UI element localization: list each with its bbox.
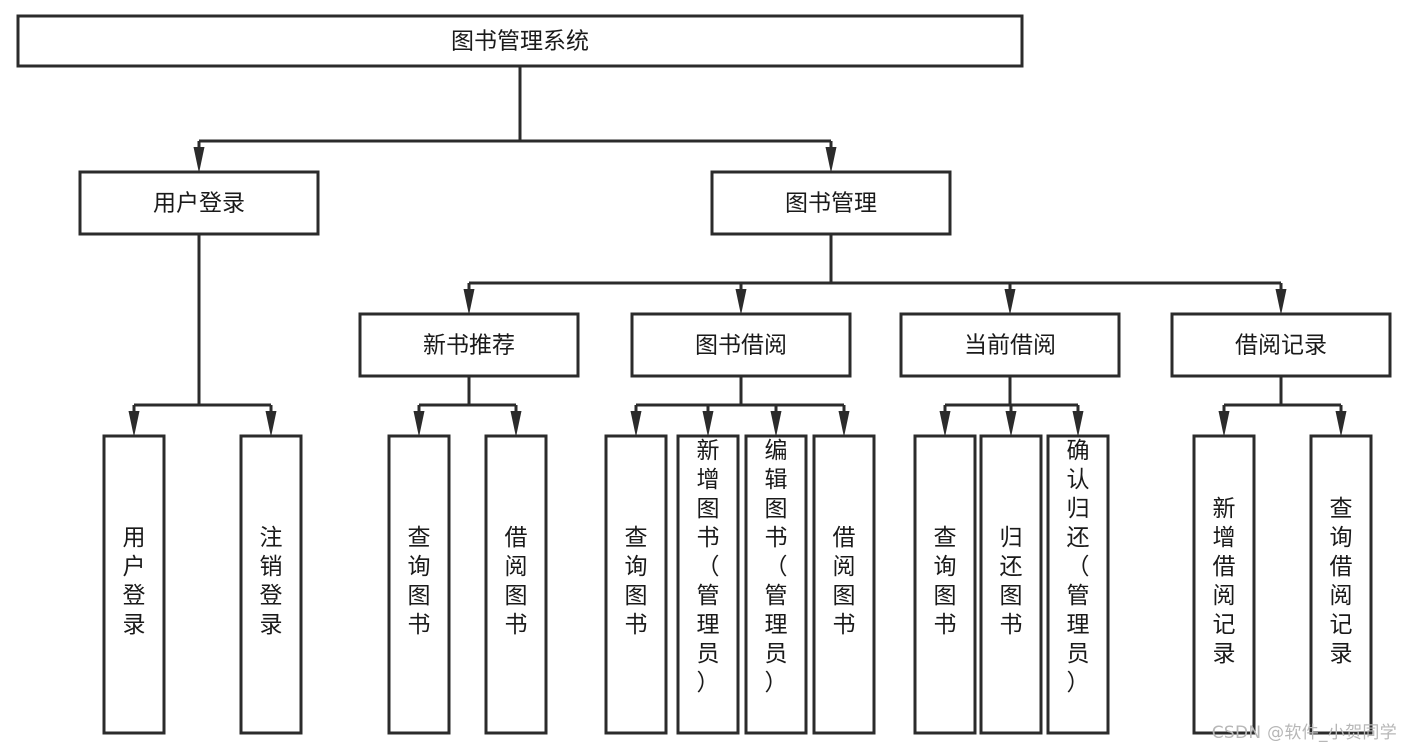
node-box-root [16,14,1024,68]
node-leaf-query-book-current[interactable]: 查询图书 [913,434,977,735]
node-box-leaf-query-borrow-record [1309,434,1373,735]
node-label-current-borrow: 当前借阅 [964,333,1056,359]
node-leaf-query-book-borrow[interactable]: 查询图书 [604,434,668,735]
arrow-head-icon [838,411,850,437]
node-leaf-confirm-return[interactable]: 确认归还（管理员） [1046,434,1110,735]
node-box-leaf-return-book [979,434,1043,735]
node-label-leaf-add-borrow-record: 新增借阅记录 [1213,496,1236,667]
node-leaf-add-book[interactable]: 新增图书（管理员） [676,434,740,735]
node-leaf-borrow-book[interactable]: 借阅图书 [812,434,876,735]
node-box-leaf-borrow-book [812,434,876,735]
node-label-leaf-user-login: 用户登录 [123,525,146,638]
arrow-head-icon [265,411,277,437]
node-box-leaf-edit-book [744,434,808,735]
node-user-login[interactable]: 用户登录 [78,170,320,236]
node-box-leaf-add-book [676,434,740,735]
arrow-head-icon [413,411,425,437]
arrow-head-icon [128,411,140,437]
node-book-borrow[interactable]: 图书借阅 [630,312,852,378]
arrow-head-icon [1275,289,1287,315]
arrow-head-icon [1072,411,1084,437]
arrow-head-icon [630,411,642,437]
node-box-leaf-borrow-book-recommend [484,434,548,735]
node-leaf-return-book[interactable]: 归还图书 [979,434,1043,735]
node-label-leaf-borrow-book-recommend: 借阅图书 [505,525,528,638]
arrow-head-icon [510,411,522,437]
watermark-label: CSDN @软件_小贺同学 [1211,723,1397,743]
node-box-leaf-confirm-return [1046,434,1110,735]
node-leaf-query-book-recommend[interactable]: 查询图书 [387,434,451,735]
node-box-borrow-record [1170,312,1392,378]
node-box-leaf-user-login [102,434,166,735]
arrow-head-icon [1004,289,1016,315]
node-box-leaf-query-book-borrow [604,434,668,735]
node-leaf-add-borrow-record[interactable]: 新增借阅记录 [1192,434,1256,735]
node-label-leaf-query-book-current: 查询图书 [934,525,957,638]
arrow-head-icon [1005,411,1017,437]
node-label-root: 图书管理系统 [451,29,589,55]
node-box-current-borrow [899,312,1121,378]
node-label-borrow-record: 借阅记录 [1235,333,1327,359]
connector-layer [128,66,1347,437]
node-label-leaf-logout: 注销登录 [260,525,283,638]
arrow-head-icon [1218,411,1230,437]
node-label-book-management: 图书管理 [785,191,877,217]
node-label-leaf-add-book: 新增图书（管理员） [697,438,720,696]
node-label-new-book-recommend: 新书推荐 [423,333,515,359]
arrow-head-icon [770,411,782,437]
node-box-user-login [78,170,320,236]
node-leaf-user-login[interactable]: 用户登录 [102,434,166,735]
arrow-head-icon [939,411,951,437]
node-borrow-record[interactable]: 借阅记录 [1170,312,1392,378]
node-box-book-management [710,170,952,236]
node-label-leaf-return-book: 归还图书 [1000,525,1023,638]
node-current-borrow[interactable]: 当前借阅 [899,312,1121,378]
node-label-leaf-query-book-recommend: 查询图书 [408,525,431,638]
node-root[interactable]: 图书管理系统 [16,14,1024,68]
node-label-book-borrow: 图书借阅 [695,333,787,359]
node-label-user-login: 用户登录 [153,191,245,217]
node-layer: 图书管理系统用户登录图书管理新书推荐图书借阅当前借阅借阅记录用户登录注销登录查询… [16,14,1392,735]
arrow-head-icon [1335,411,1347,437]
arrow-head-icon [825,147,837,173]
node-book-management[interactable]: 图书管理 [710,170,952,236]
node-leaf-query-borrow-record[interactable]: 查询借阅记录 [1309,434,1373,735]
node-box-new-book-recommend [358,312,580,378]
node-box-leaf-query-book-recommend [387,434,451,735]
arrow-head-icon [463,289,475,315]
node-label-leaf-edit-book: 编辑图书（管理员） [765,438,788,696]
node-label-leaf-query-book-borrow: 查询图书 [625,525,648,638]
node-new-book-recommend[interactable]: 新书推荐 [358,312,580,378]
arrow-head-icon [735,289,747,315]
node-label-leaf-borrow-book: 借阅图书 [833,525,856,638]
node-leaf-logout[interactable]: 注销登录 [239,434,303,735]
arrow-head-icon [193,147,205,173]
node-leaf-borrow-book-recommend[interactable]: 借阅图书 [484,434,548,735]
node-box-leaf-logout [239,434,303,735]
node-box-leaf-query-book-current [913,434,977,735]
node-box-leaf-add-borrow-record [1192,434,1256,735]
node-leaf-edit-book[interactable]: 编辑图书（管理员） [744,434,808,735]
node-box-book-borrow [630,312,852,378]
node-label-leaf-confirm-return: 确认归还（管理员） [1067,438,1090,696]
arrow-head-icon [702,411,714,437]
node-label-leaf-query-borrow-record: 查询借阅记录 [1330,496,1353,667]
